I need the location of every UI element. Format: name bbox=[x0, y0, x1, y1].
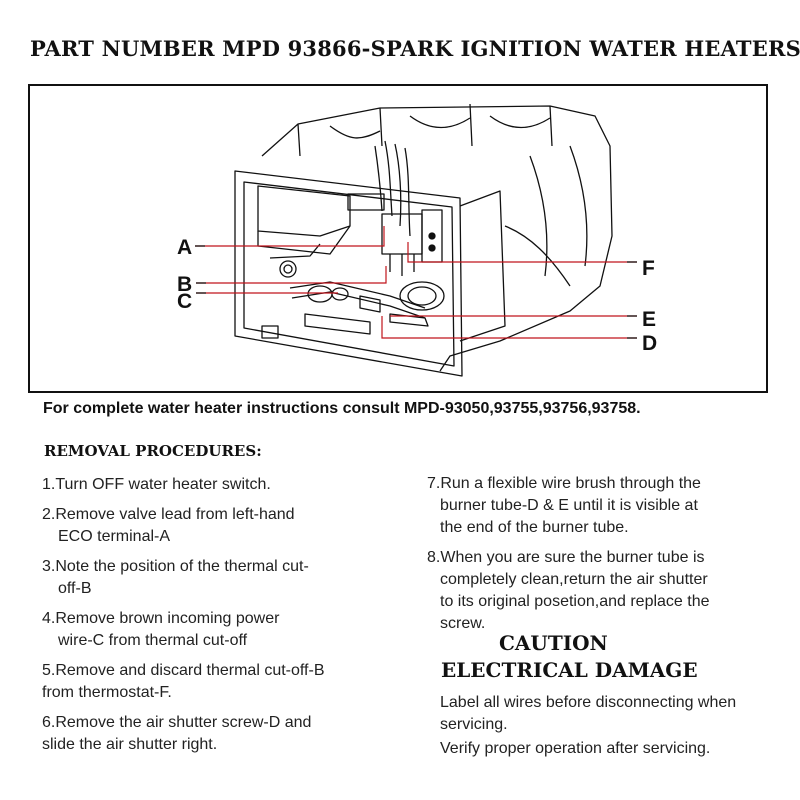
label-c: C bbox=[177, 290, 192, 313]
electrical-damage-heading: ELECTRICAL DAMAGE bbox=[441, 658, 698, 682]
burner-base bbox=[304, 313, 371, 335]
step-3: 3.Note the position of the thermal cut-o… bbox=[42, 558, 309, 597]
water-heater-diagram: A B C F E D bbox=[28, 84, 768, 393]
leader-lines bbox=[195, 226, 637, 339]
consult-instructions: For complete water heater instructions c… bbox=[43, 400, 641, 417]
label-e: E bbox=[642, 308, 656, 331]
caution-heading: CAUTION bbox=[499, 631, 608, 655]
label-b: B bbox=[177, 273, 192, 296]
label-wires-note: Label all wires before disconnecting whe… bbox=[440, 694, 737, 733]
burner-flue bbox=[399, 281, 445, 311]
steps-left-column: 1.Turn OFF water heater switch. 2.Remove… bbox=[42, 474, 382, 764]
verify-operation-note: Verify proper operation after servicing. bbox=[440, 740, 711, 757]
removal-heading: REMOVAL PROCEDURES: bbox=[44, 442, 262, 460]
leader-d bbox=[381, 316, 637, 339]
water-heater-illustration: A B C F E D bbox=[177, 103, 657, 377]
label-f: F bbox=[642, 257, 655, 280]
tank-outline bbox=[261, 105, 613, 372]
step-1: 1.Turn OFF water heater switch. bbox=[42, 476, 271, 493]
leader-a bbox=[195, 226, 385, 247]
label-a: A bbox=[177, 236, 192, 259]
mounting-frame bbox=[234, 170, 463, 377]
page-title: PART NUMBER MPD 93866-SPARK IGNITION WAT… bbox=[30, 36, 800, 61]
leader-f bbox=[407, 242, 637, 263]
leader-b bbox=[196, 266, 387, 284]
label-d: D bbox=[642, 332, 657, 355]
